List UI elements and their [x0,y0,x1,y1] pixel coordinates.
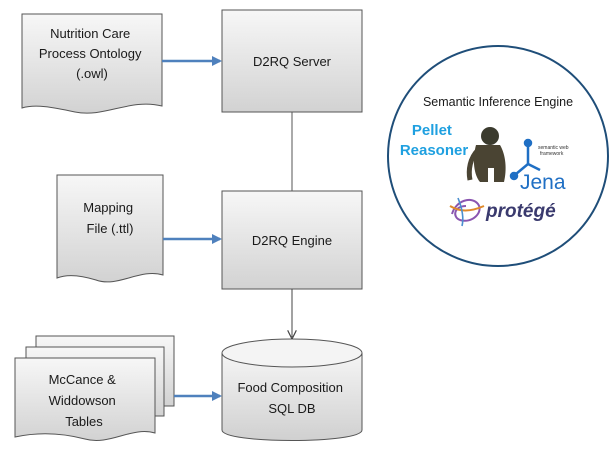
engine-title: Semantic Inference Engine [423,95,573,109]
semantic-inference-engine: Semantic Inference Engine Pellet Reasone… [387,45,609,267]
protege-logo: protégé [449,197,556,227]
jena-molecule-icon [509,138,541,181]
database-line-2: SQL DB [268,401,315,416]
d2rq-server-label: D2RQ Server [253,54,332,69]
svg-text:semantic web: semantic web [538,145,569,151]
database-line-1: Food Composition [237,380,343,395]
tables-line-2: Widdowson [49,393,116,408]
svg-text:McCance & Widdowson: McCance & Widdowson Tables [49,372,120,429]
svg-text:Jena: Jena [520,171,566,194]
pellet-reasoner-logo: Pellet Reasoner [400,122,469,159]
gorilla-icon [466,127,506,182]
d2rq-engine-box: D2RQ Engine [221,190,363,290]
ontology-document: Nutrition Care Process Ontology (.owl) [21,13,163,114]
d2rq-engine-label: D2RQ Engine [252,233,332,248]
svg-text:protégé: protégé [485,201,556,222]
d2rq-server-box: D2RQ Server [221,9,363,113]
food-composition-database: Food Composition SQL DB [221,338,363,441]
ontology-line-3: (.owl) [76,66,108,81]
mccance-widdowson-documents: McCance & Widdowson Tables [14,335,175,441]
svg-text:Food Composition SQL DB: Food Composition SQL DB [237,380,346,416]
mapping-line-2: File (.ttl) [87,221,134,236]
mapping-line-1: Mapping [83,200,133,215]
tables-line-1: McCance & [49,372,117,387]
protege-swirl-icon [449,197,485,227]
ontology-line-2: Process Ontology [39,46,142,61]
tables-line-3: Tables [65,414,103,429]
mapping-document: Mapping File (.ttl) [56,174,164,283]
jena-logo: Jena semantic web framework [509,138,569,194]
svg-text:Nutrition Care Process: Nutrition Care Process Ontology (.owl) [39,26,145,81]
svg-text:Mapping File (.ttl): Mapping File (.ttl) [83,200,137,236]
ontology-line-1: Nutrition Care [50,26,130,41]
svg-text:framework: framework [540,151,564,157]
